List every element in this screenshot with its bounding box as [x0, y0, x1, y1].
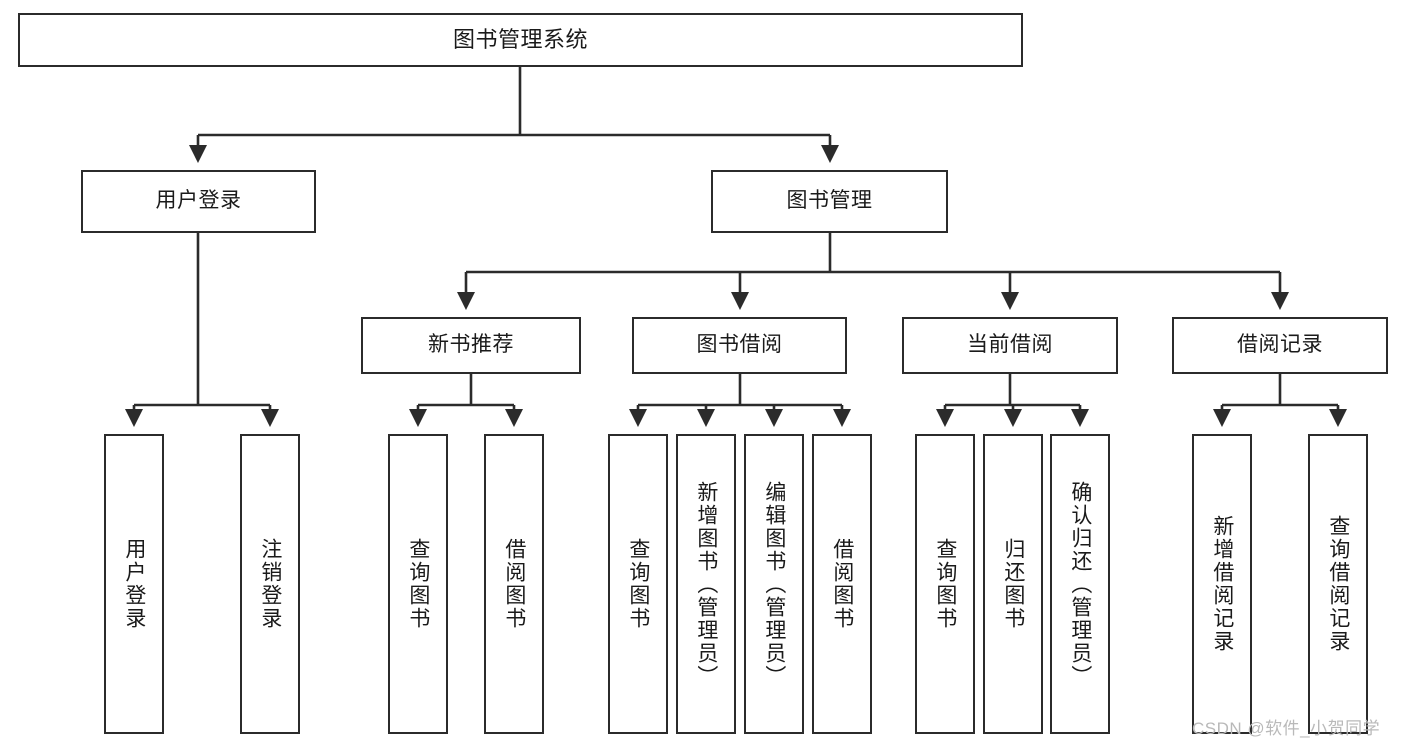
node-label: 图书借阅: [696, 333, 783, 357]
node-label: 注销登录: [258, 538, 282, 630]
node-label: 查询图书: [406, 538, 430, 630]
node-label: 查询借阅记录: [1326, 515, 1350, 653]
leaf-record-add-record[interactable]: 新增借阅记录: [1192, 434, 1252, 734]
node-label: 查询图书: [933, 538, 957, 630]
node-borrow-record[interactable]: 借阅记录: [1172, 317, 1388, 374]
leaf-borrow-add-book-admin[interactable]: 新增图书（管理员）: [676, 434, 736, 734]
node-book-borrow[interactable]: 图书借阅: [632, 317, 847, 374]
node-label: 借阅图书: [830, 538, 854, 630]
node-label: 新增借阅记录: [1210, 515, 1234, 653]
node-label: 图书管理系统: [452, 27, 588, 53]
leaf-recommend-borrow-book[interactable]: 借阅图书: [484, 434, 544, 734]
node-label: 借阅图书: [502, 538, 526, 630]
leaf-user-login-logout[interactable]: 注销登录: [240, 434, 300, 734]
node-label: 归还图书: [1001, 538, 1025, 630]
node-label: 用户登录: [122, 538, 146, 630]
leaf-current-confirm-return-admin[interactable]: 确认归还（管理员）: [1050, 434, 1110, 734]
node-current-borrow[interactable]: 当前借阅: [902, 317, 1118, 374]
node-label: 借阅记录: [1237, 333, 1323, 357]
node-label: 确认归还（管理员）: [1068, 480, 1092, 688]
leaf-borrow-borrow-book[interactable]: 借阅图书: [812, 434, 872, 734]
node-new-book-recommend[interactable]: 新书推荐: [361, 317, 581, 374]
csdn-watermark: CSDN @软件_小贺同学: [1192, 719, 1381, 738]
node-root-system[interactable]: 图书管理系统: [18, 13, 1023, 67]
leaf-record-query-record[interactable]: 查询借阅记录: [1308, 434, 1368, 734]
node-label: 当前借阅: [967, 333, 1053, 357]
node-label: 查询图书: [626, 538, 650, 630]
node-user-login[interactable]: 用户登录: [81, 170, 316, 233]
leaf-current-return-book[interactable]: 归还图书: [983, 434, 1043, 734]
node-label: 新书推荐: [428, 333, 514, 357]
node-label: 图书管理: [786, 189, 873, 213]
leaf-borrow-edit-book-admin[interactable]: 编辑图书（管理员）: [744, 434, 804, 734]
node-label: 编辑图书（管理员）: [762, 480, 786, 688]
leaf-recommend-query-book[interactable]: 查询图书: [388, 434, 448, 734]
leaf-borrow-query-book[interactable]: 查询图书: [608, 434, 668, 734]
node-book-management[interactable]: 图书管理: [711, 170, 948, 233]
node-label: 新增图书（管理员）: [694, 480, 718, 688]
node-label: 用户登录: [155, 189, 242, 213]
leaf-user-login-login[interactable]: 用户登录: [104, 434, 164, 734]
leaf-current-query-book[interactable]: 查询图书: [915, 434, 975, 734]
